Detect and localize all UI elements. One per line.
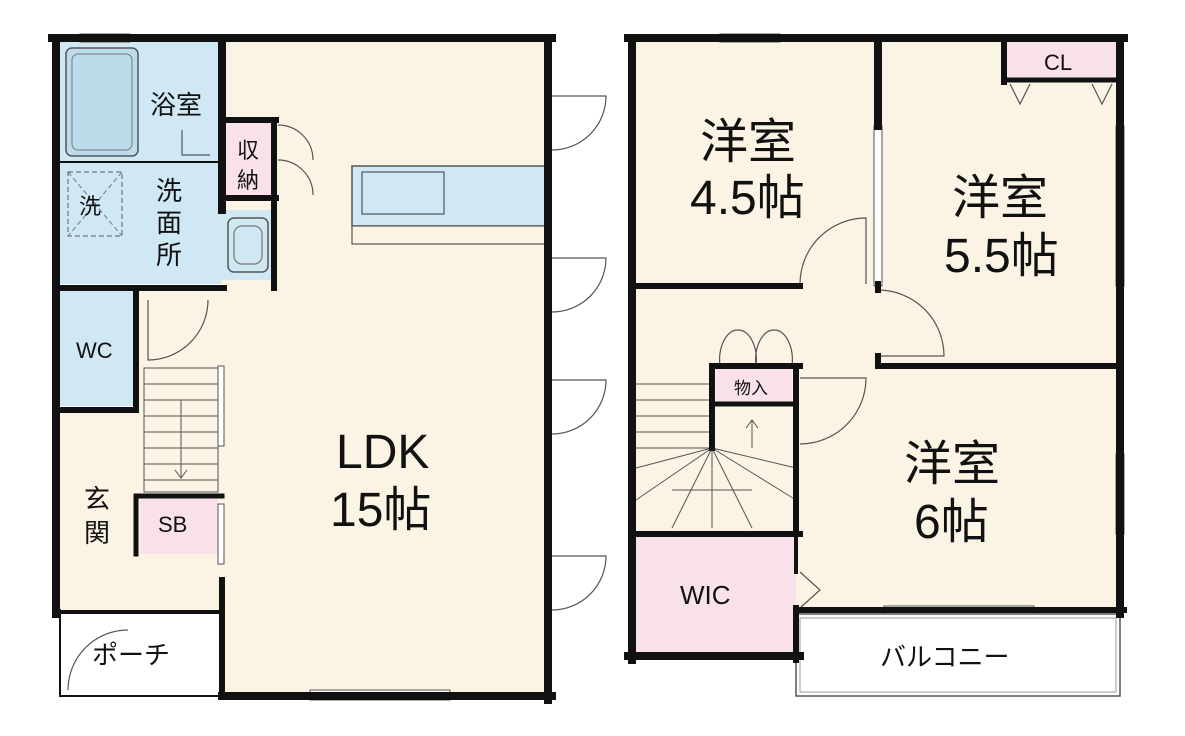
bathtub xyxy=(65,47,139,157)
stairs-floor2 xyxy=(635,383,797,529)
shoebox-floor xyxy=(140,496,218,554)
washer-diag-2 xyxy=(67,171,123,237)
balcony xyxy=(795,613,1121,697)
ldk-name-label: LDK xyxy=(336,426,429,479)
wic-label: WIC xyxy=(680,580,731,610)
toilet-floor xyxy=(60,288,136,406)
room-a-floor xyxy=(632,42,878,284)
entrance-label-1: 玄 xyxy=(84,484,110,514)
washroom-label-3: 所 xyxy=(156,240,182,270)
storage-label-1: 収 xyxy=(237,138,259,163)
door-swings-floor2 xyxy=(719,83,1113,609)
hall-floor xyxy=(136,288,222,410)
washroom-floor xyxy=(60,162,222,284)
balcony-label: バルコニー xyxy=(880,642,1009,672)
kitchen-bar xyxy=(351,225,547,245)
closet-floor xyxy=(1004,42,1116,80)
sink-bowl xyxy=(233,225,263,265)
room-b-name-label: 洋室 xyxy=(952,172,1048,225)
entrance-label-2: 関 xyxy=(84,518,110,548)
room-c-floor xyxy=(796,366,1120,610)
room-a-name-label: 洋室 xyxy=(700,116,796,169)
room-a-size-label: 4.5帖 xyxy=(690,172,805,225)
storage2-label: 物入 xyxy=(734,379,768,398)
room-b-size-label: 5.5帖 xyxy=(944,230,1059,283)
bathroom-label: 浴室 xyxy=(150,90,202,120)
sink-floor xyxy=(222,210,274,280)
storage-floor xyxy=(226,120,272,198)
walls-floor1 xyxy=(48,34,556,704)
washroom-label-1: 洗 xyxy=(156,176,182,206)
washer-box xyxy=(67,171,123,237)
floor-1 xyxy=(48,33,607,704)
ldk-size-label: 15帖 xyxy=(330,484,431,537)
room-c-name-label: 洋室 xyxy=(904,438,1000,491)
bathtub-inner xyxy=(71,53,133,151)
washer-label: 洗 xyxy=(79,194,101,219)
storage-label-2: 納 xyxy=(237,168,259,193)
washroom-label-2: 面 xyxy=(156,208,182,238)
kitchen-sink xyxy=(361,171,445,215)
porch-label: ポーチ xyxy=(92,640,170,670)
walls-floor2 xyxy=(624,34,1128,664)
shoebox-label: SB xyxy=(158,512,187,537)
storage2-floor xyxy=(716,368,792,404)
kitchen-counter xyxy=(351,165,547,227)
closet-label: CL xyxy=(1044,50,1072,75)
room-b-floor xyxy=(878,42,1120,366)
wic-floor xyxy=(632,536,796,656)
room-c-size-label: 6帖 xyxy=(914,496,989,549)
door-swings-floor1 xyxy=(67,95,607,691)
floor-2 xyxy=(624,33,1128,697)
sink-basin xyxy=(227,217,269,273)
toilet-label: WC xyxy=(76,338,113,363)
